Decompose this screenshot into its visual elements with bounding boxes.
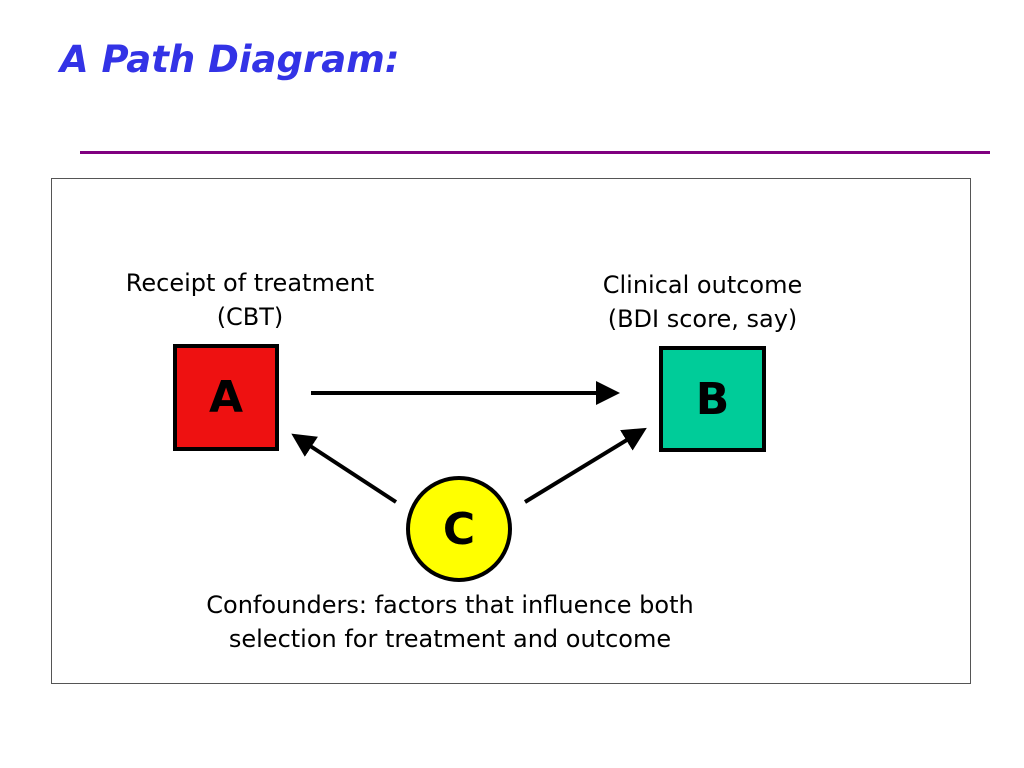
node-c-caption: Confounders: factors that influence both… xyxy=(120,588,780,656)
node-c-caption-line-2: selection for treatment and outcome xyxy=(228,625,672,653)
node-a-caption: Receipt of treatment (CBT) xyxy=(80,266,420,334)
title-divider xyxy=(80,151,990,154)
slide-title: A Path Diagram: xyxy=(60,38,400,81)
node-a-caption-line-2: (CBT) xyxy=(216,303,284,331)
node-b-caption-line-1: Clinical outcome xyxy=(602,271,803,299)
node-a-caption-line-1: Receipt of treatment xyxy=(125,269,375,297)
node-b-caption: Clinical outcome (BDI score, say) xyxy=(560,268,845,336)
node-b: B xyxy=(659,346,766,452)
node-a: A xyxy=(173,344,279,451)
node-b-caption-line-2: (BDI score, say) xyxy=(607,305,798,333)
node-c-caption-line-1: Confounders: factors that influence both xyxy=(206,591,694,619)
node-c: C xyxy=(406,476,512,582)
